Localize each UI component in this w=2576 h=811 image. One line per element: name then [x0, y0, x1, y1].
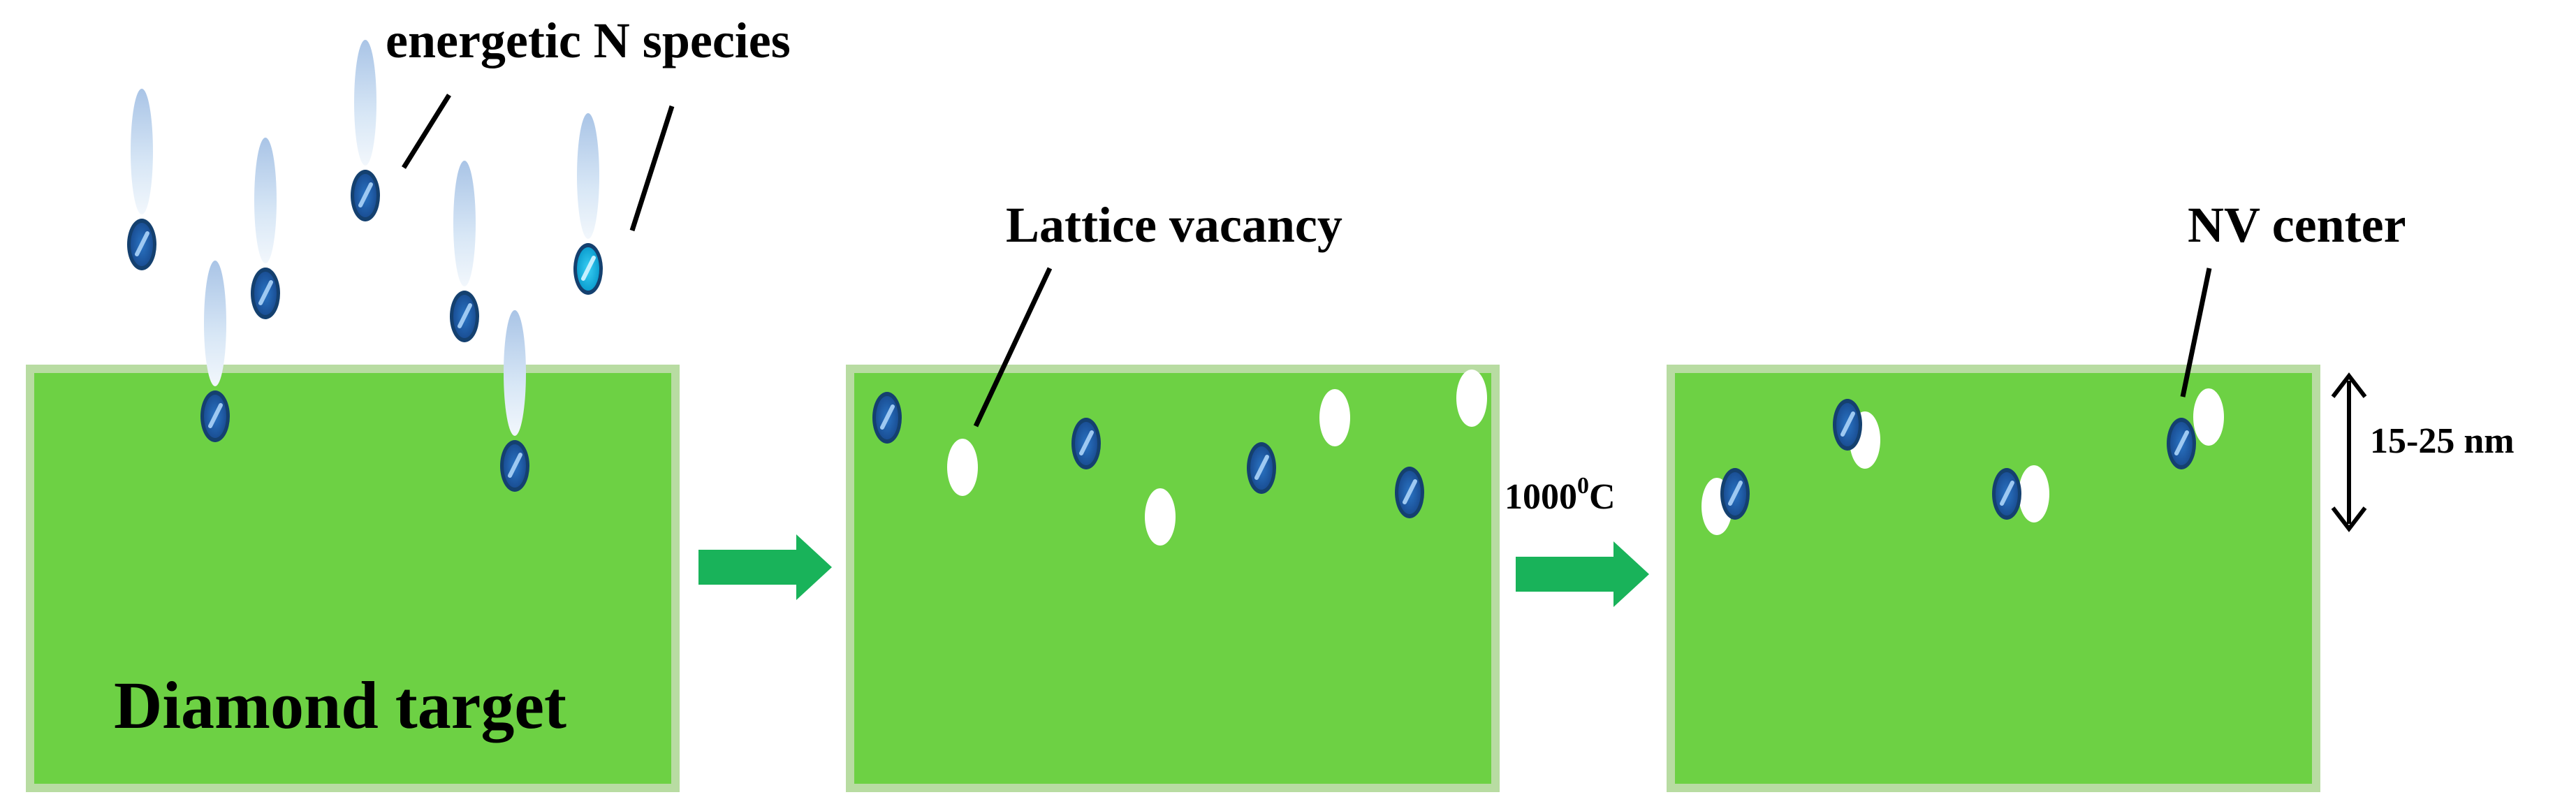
diamond-target-block-1 [26, 365, 680, 792]
nitrogen-ion [251, 138, 280, 319]
implanted-nitrogen [1395, 467, 1424, 518]
implanted-nitrogen [872, 392, 902, 444]
annealing-temperature-label: 10000C [1505, 473, 1616, 517]
process-arrow [698, 534, 832, 600]
nv-center [1833, 399, 1880, 469]
energetic-n-species-pointer [629, 105, 675, 232]
lattice-vacancy-pointer [973, 267, 1053, 428]
annealing-arrow [1516, 541, 1649, 607]
implanted-nitrogen [1071, 418, 1101, 469]
lattice-vacancy [1456, 370, 1487, 427]
energetic-n-species-pointer [402, 94, 451, 169]
lattice-vacancy [1145, 488, 1176, 546]
implanted-nitrogen [1247, 442, 1276, 494]
diamond-target-block-2 [846, 365, 1500, 792]
nv-center [1992, 465, 2049, 523]
nitrogen-ion [127, 89, 156, 270]
nv-center-pointer [2180, 268, 2212, 397]
nitrogen-ion [450, 161, 479, 342]
nitrogen-ion [573, 113, 603, 295]
depth-arrow [2331, 372, 2367, 532]
lattice-vacancy [1319, 389, 1350, 446]
nitrogen-ion [200, 261, 230, 442]
nv-center [2167, 388, 2224, 469]
nv-center-label: NV center [2188, 197, 2406, 253]
energetic-n-species-label: energetic N species [386, 13, 791, 68]
nv-center [1702, 468, 1750, 535]
nitrogen-ion [351, 40, 380, 221]
depth-label: 15-25 nm [2370, 421, 2515, 461]
lattice-vacancy-label: Lattice vacancy [1006, 197, 1342, 253]
lattice-vacancy [947, 439, 978, 496]
diamond-target-label: Diamond target [114, 668, 566, 743]
